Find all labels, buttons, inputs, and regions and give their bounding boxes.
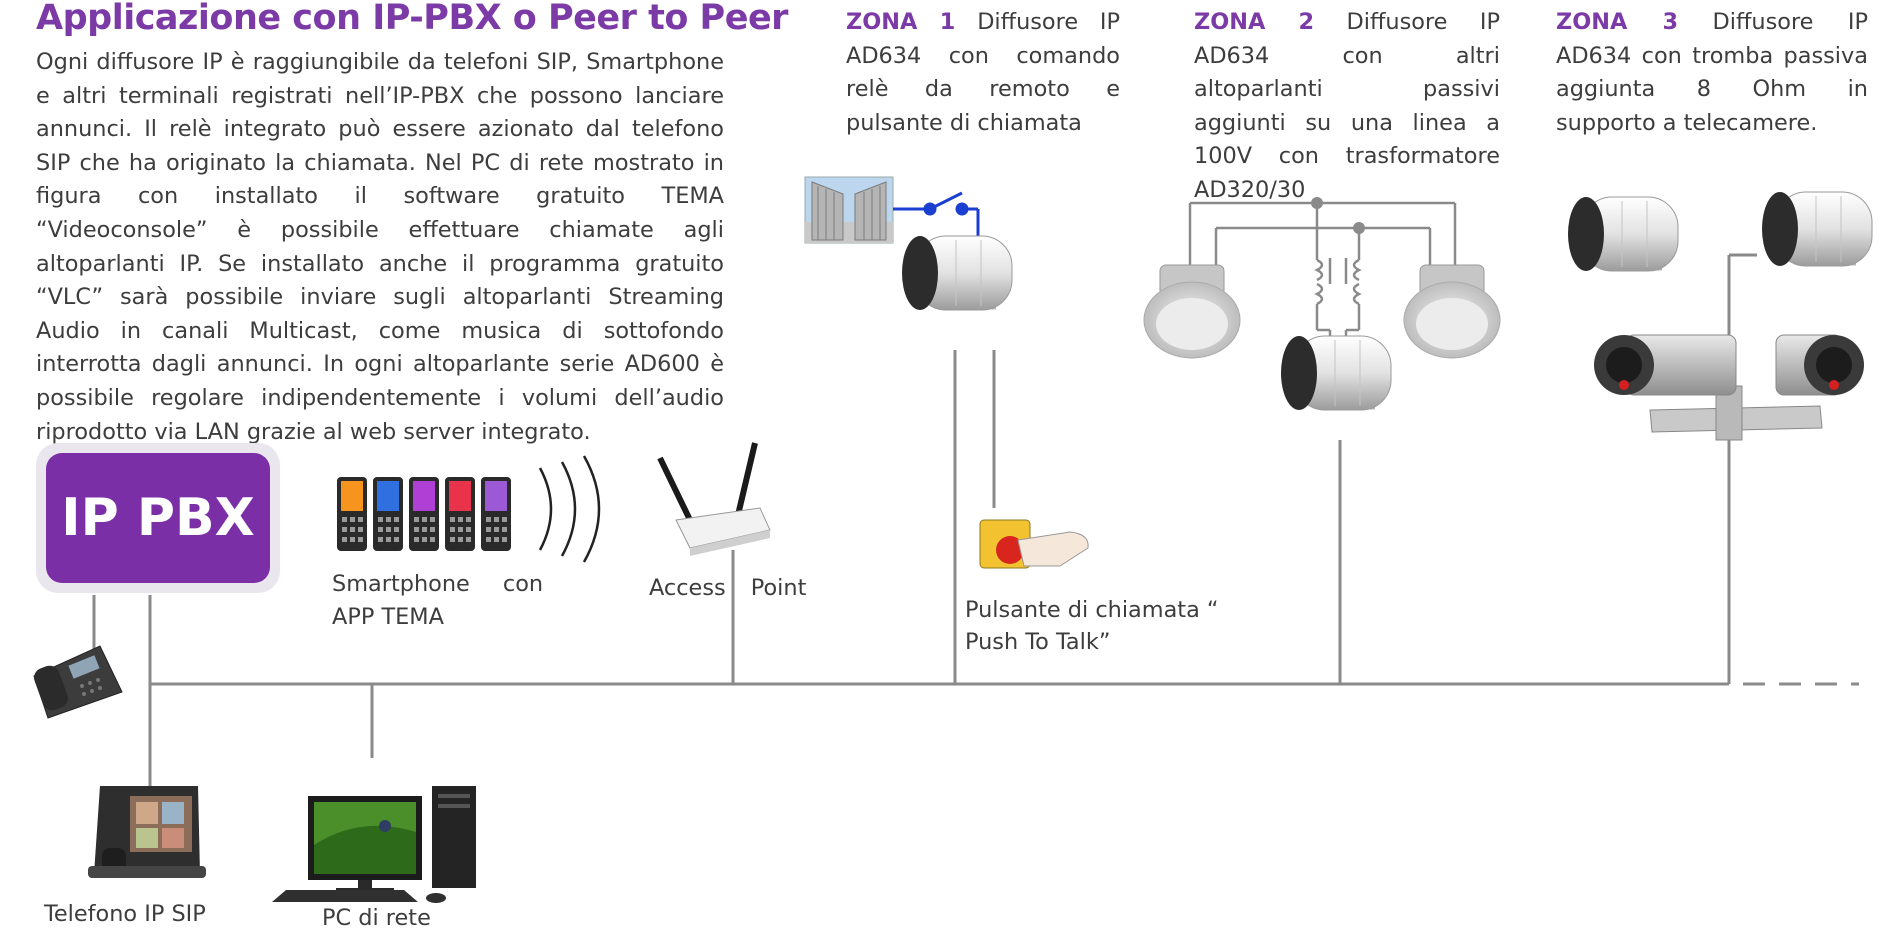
router-icon: [657, 442, 771, 556]
video-phone-icon: [88, 786, 206, 878]
zone-2-description: ZONA 2 Diffusore IP AD634 con altri alto…: [1194, 6, 1500, 208]
camera-icon: [1594, 334, 1737, 396]
sip-phone-label: Telefono IP SIP: [44, 901, 206, 927]
push-to-talk-label-line-2: Push To Talk”: [965, 629, 1111, 655]
push-button-icon: [979, 519, 1089, 569]
zone-3-description: ZONA 3 Diffusore IP AD634 con tromba pas…: [1556, 6, 1868, 140]
speaker-icon: [902, 236, 1012, 310]
page-title: Applicazione con IP-PBX o Peer to Peer: [36, 0, 788, 38]
pc-label: PC di rete: [322, 905, 431, 931]
ip-pbx-box: IP PBX: [46, 453, 270, 583]
speaker-icon: [1568, 197, 1678, 271]
intro-paragraph: Ogni diffusore IP è raggiungibile da tel…: [36, 49, 724, 445]
zone-2-text: Diffusore IP AD634 con altri altoparlant…: [1194, 9, 1500, 203]
zone-1-text: Diffusore IP AD634 con comando relè da r…: [846, 9, 1121, 136]
zone-1-heading: ZONA 1: [846, 9, 956, 35]
smartphone-label-line-2: APP TEMA: [332, 604, 444, 630]
smartphone-label: Smartphone con: [332, 571, 543, 597]
desk-phone-icon: [33, 645, 123, 719]
wifi-waves-icon: [538, 455, 601, 563]
zone-3-text: Diffusore IP AD634 con tromba passiva ag…: [1556, 9, 1868, 136]
access-point-label: Access Point: [649, 575, 807, 601]
smartphone-icon-group: [337, 477, 511, 551]
zone-2-heading: ZONA 2: [1194, 9, 1315, 35]
ceiling-speaker-icon: [1403, 264, 1501, 359]
gate-icon: [804, 176, 894, 244]
pc-icon: [272, 786, 476, 903]
zone-2-wiring: [1188, 201, 1457, 268]
network-bus: [92, 253, 1859, 790]
zone-3-heading: ZONA 3: [1556, 9, 1679, 35]
speaker-icon: [1281, 336, 1391, 410]
camera-icon: [1775, 334, 1864, 396]
push-to-talk-label-line-1: Pulsante di chiamata “: [965, 597, 1219, 623]
smartphone-label-line-1: Smartphone con: [332, 571, 544, 597]
ceiling-speaker-icon: [1143, 264, 1241, 359]
speaker-icon: [1762, 192, 1872, 266]
zone-1-description: ZONA 1 Diffusore IP AD634 con comando re…: [846, 6, 1120, 140]
transformer-icon: [1314, 258, 1362, 345]
